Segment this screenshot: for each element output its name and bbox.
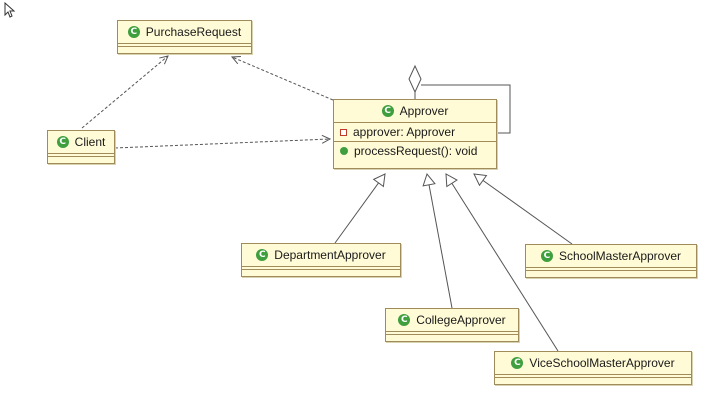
class-icon: C <box>511 357 524 369</box>
generalization-school-master <box>473 173 573 245</box>
class-name: SchoolMasterApprover <box>558 249 682 263</box>
class-viceschoolmasterapprover[interactable]: C ViceSchoolMasterApprover <box>494 351 692 385</box>
dependency-approver-purchaserequest <box>232 57 334 101</box>
class-icon: C <box>398 314 411 326</box>
attribute-label: approver: Approver <box>353 125 456 139</box>
class-client[interactable]: C Client <box>47 130 115 164</box>
mouse-cursor-icon <box>4 2 16 18</box>
class-icon: C <box>381 105 394 117</box>
operation-label: processRequest(): void <box>354 144 478 158</box>
class-name: PurchaseRequest <box>145 25 242 39</box>
generalization-college <box>422 172 453 309</box>
class-collegeapprover[interactable]: C CollegeApprover <box>385 308 519 342</box>
class-icon: C <box>256 249 269 261</box>
class-name: CollegeApprover <box>416 313 506 327</box>
class-icon: C <box>127 26 140 38</box>
public-method-icon <box>340 147 348 155</box>
class-attribute[interactable]: approver: Approver <box>334 122 496 141</box>
aggregation-diamond <box>408 64 422 94</box>
class-icon: C <box>540 250 553 262</box>
class-name: Client <box>74 135 106 149</box>
dependency-client-purchaserequest <box>81 56 168 129</box>
private-field-icon <box>340 128 347 136</box>
class-purchaserequest[interactable]: C PurchaseRequest <box>117 20 252 54</box>
generalization-vice-school-master <box>445 173 559 352</box>
class-schoolmasterapprover[interactable]: C SchoolMasterApprover <box>525 244 697 278</box>
class-operation[interactable]: processRequest(): void <box>334 141 496 160</box>
class-icon: C <box>56 136 69 148</box>
class-departmentapprover[interactable]: C DepartmentApprover <box>241 243 401 277</box>
class-approver[interactable]: C Approver approver: Approver processReq… <box>333 99 497 169</box>
class-name: ViceSchoolMasterApprover <box>529 356 675 370</box>
generalization-department <box>334 173 386 244</box>
class-name: DepartmentApprover <box>274 248 386 262</box>
dependency-client-approver <box>114 139 330 149</box>
class-name: Approver <box>399 104 449 118</box>
